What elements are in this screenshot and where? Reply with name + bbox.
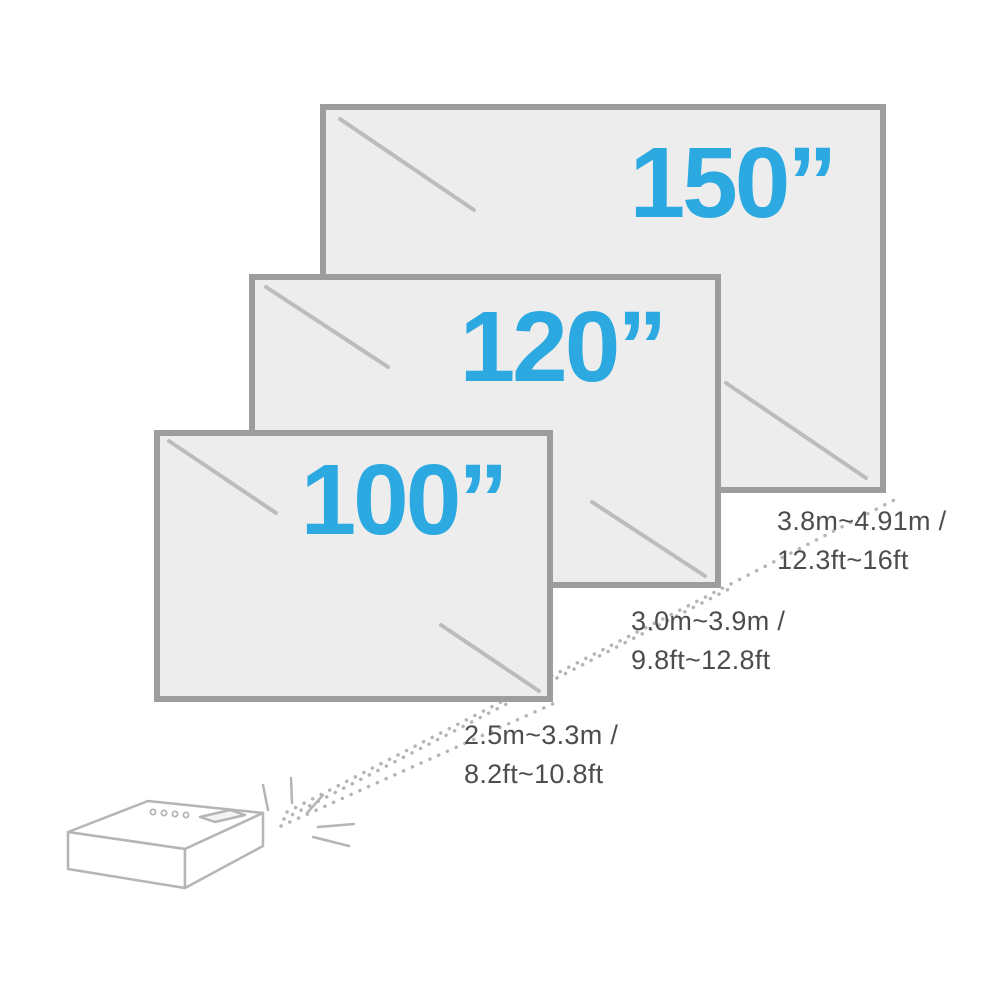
projector-light-rays <box>261 776 356 848</box>
screen-100-diagonal-bottom <box>439 623 541 693</box>
projector-button-icon <box>182 811 190 819</box>
distance-label-100: 2.5m~3.3m / 8.2ft~10.8ft <box>464 716 618 794</box>
distance-metric: 2.5m~3.3m / <box>464 720 619 750</box>
screen-size-label-120: 120” <box>459 291 668 403</box>
distance-imperial: 12.3ft~16ft <box>777 545 909 576</box>
throw-line-150 <box>285 495 902 814</box>
distance-imperial: 8.2ft~10.8ft <box>464 759 604 790</box>
screen-100-diagonal-top <box>167 439 278 515</box>
projector-button-icon <box>149 808 157 816</box>
screen-150-diagonal-top <box>338 117 476 212</box>
distance-label-150: 3.8m~4.91m / 12.3ft~16ft <box>777 502 946 580</box>
distance-imperial: 9.8ft~12.8ft <box>631 645 771 676</box>
projector <box>66 776 356 890</box>
projector-side-face <box>183 811 265 890</box>
distance-metric: 3.0m~3.9m / <box>631 606 786 636</box>
screen-size-label-150: 150” <box>629 127 838 239</box>
screen-150-diagonal-bottom <box>724 381 868 480</box>
screen-120-diagonal-bottom <box>590 500 707 578</box>
projector-button-icon <box>171 810 179 818</box>
screen-120-diagonal-top <box>264 285 390 369</box>
projector-button-icon <box>160 809 168 817</box>
throw-line-120 <box>282 587 731 821</box>
throw-distance-lines <box>279 495 902 828</box>
screen-100 <box>154 430 553 702</box>
distance-metric: 3.8m~4.91m / <box>777 506 947 536</box>
projector-buttons <box>149 808 190 819</box>
projector-vent-window <box>198 808 247 824</box>
screen-size-label-100: 100” <box>300 444 509 556</box>
distance-label-120: 3.0m~3.9m / 9.8ft~12.8ft <box>631 602 785 680</box>
